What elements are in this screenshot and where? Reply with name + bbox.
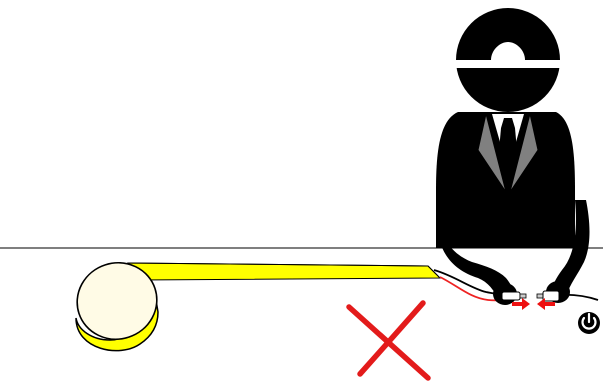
flat-yellow-cable bbox=[127, 262, 442, 281]
arm-right bbox=[550, 200, 590, 296]
sensor-pad bbox=[75, 262, 159, 352]
connect-arrows bbox=[512, 298, 555, 310]
lapel-left bbox=[477, 113, 507, 193]
person-torso bbox=[436, 112, 575, 248]
person-in-suit bbox=[436, 8, 590, 305]
power-icon bbox=[578, 312, 600, 334]
tie bbox=[498, 118, 518, 174]
power-connector bbox=[536, 290, 599, 302]
arrow-right-icon bbox=[512, 298, 530, 310]
prohibited-x-mark bbox=[346, 300, 431, 381]
cable-connector bbox=[501, 291, 527, 301]
person-head bbox=[456, 8, 560, 112]
arrow-left-icon bbox=[537, 298, 555, 310]
lapel-right bbox=[509, 113, 539, 193]
arm-left bbox=[437, 200, 515, 302]
